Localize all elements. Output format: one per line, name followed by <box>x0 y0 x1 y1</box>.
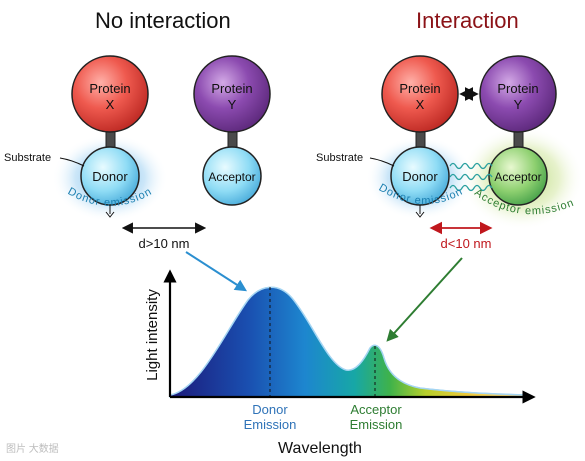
acceptor-emission-tick-label-1: Acceptor <box>350 402 402 417</box>
acceptor-label: Acceptor <box>494 170 541 184</box>
emission-tick-head <box>105 211 115 218</box>
protein-x-circle <box>381 55 459 133</box>
distance-label: d>10 nm <box>139 236 190 251</box>
substrate-label: Substrate <box>4 152 51 164</box>
spectrum-highlight <box>169 286 526 396</box>
substrate-label: Substrate <box>316 152 363 164</box>
protein-y-letter: Y <box>514 97 523 112</box>
protein-x-letter: X <box>416 97 425 112</box>
emission-spectrum: Light intensity Wavelength Donor Emissio… <box>144 269 536 457</box>
substrate-pointer <box>59 157 85 167</box>
watermark: 图片 大数据 <box>6 444 59 455</box>
donor-label: Donor <box>92 169 128 184</box>
protein-x-letter: X <box>106 97 115 112</box>
heading-interaction: Interaction <box>416 8 519 33</box>
donor-emission-tick-label-1: Donor <box>252 402 288 417</box>
y-axis-label: Light intensity <box>144 289 161 381</box>
protein-y-letter: Y <box>228 97 237 112</box>
pointer-donor-to-spectrum <box>185 251 248 292</box>
energy-transfer-wave-3 <box>449 184 493 192</box>
protein-y-label: Protein <box>211 81 252 96</box>
acceptor-emission-tick-label-2: Emission <box>350 417 403 432</box>
heading-no-interaction: No interaction <box>95 8 231 33</box>
energy-transfer-wave-2 <box>449 173 493 181</box>
pointer-acceptor-to-spectrum <box>386 257 463 342</box>
right-panel: Protein X Protein Y Donor Acceptor Subst… <box>316 55 584 251</box>
protein-x-label: Protein <box>399 81 440 96</box>
acceptor-circle <box>202 146 262 206</box>
distance-label: d<10 nm <box>441 236 492 251</box>
protein-y-circle <box>479 55 557 133</box>
protein-x-circle <box>71 55 149 133</box>
emission-tick-head <box>415 211 425 218</box>
donor-label: Donor <box>402 169 438 184</box>
x-axis-label: Wavelength <box>278 440 362 457</box>
energy-transfer-wave-1 <box>449 162 493 170</box>
protein-y-label: Protein <box>497 81 538 96</box>
spectrum-area <box>169 286 526 398</box>
left-panel: Protein X Protein Y Donor Acceptor Subst… <box>4 55 271 251</box>
acceptor-label: Acceptor <box>208 170 255 184</box>
protein-x-label: Protein <box>89 81 130 96</box>
protein-y-circle <box>193 55 271 133</box>
donor-emission-tick-label-2: Emission <box>244 417 297 432</box>
acceptor-circle <box>488 146 548 206</box>
substrate-pointer <box>369 157 395 167</box>
